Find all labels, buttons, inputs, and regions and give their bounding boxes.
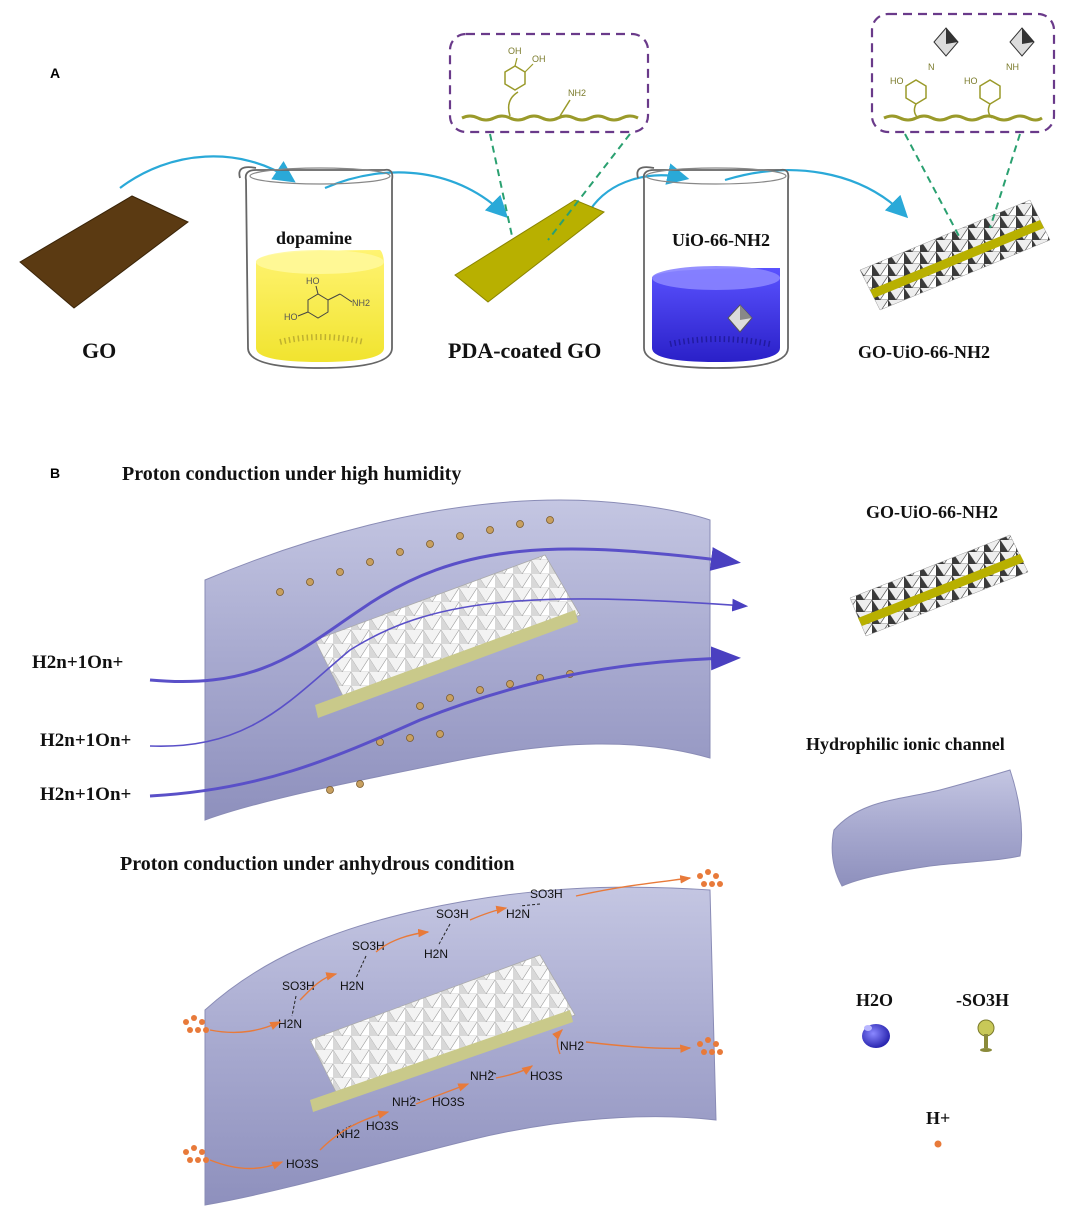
process-arrow-4 bbox=[724, 169, 909, 219]
legend-go-uio-label: GO-UiO-66-NH2 bbox=[866, 502, 998, 522]
so3h-1: SO3H bbox=[282, 979, 315, 993]
ion-arrow-3 bbox=[149, 646, 741, 798]
legend-h2o-label: H2O bbox=[856, 990, 893, 1010]
legend-go-uio-icon bbox=[849, 534, 1029, 637]
go-label: GO bbox=[82, 338, 116, 363]
ho3s-3: HO3S bbox=[366, 1119, 399, 1133]
anhydrous-mof-block bbox=[309, 954, 576, 1101]
inset1-dash-right bbox=[547, 133, 631, 241]
proton-clusters bbox=[183, 869, 723, 1163]
pda-label: PDA-coated GO bbox=[448, 338, 601, 363]
humid-mof-block bbox=[314, 554, 581, 701]
inset2-nh: NH bbox=[1006, 62, 1019, 72]
so3h-icon bbox=[977, 1019, 995, 1052]
inset2-dash-left bbox=[904, 133, 961, 239]
h2n-4: H2N bbox=[506, 907, 530, 921]
anhydrous-title: Proton conduction under anhydrous condit… bbox=[120, 853, 515, 875]
inset1-oh2: OH bbox=[532, 54, 546, 64]
panel-a-letter: A bbox=[50, 65, 60, 81]
anhydrous-groups: SO3H SO3H SO3H SO3H H2N H2N H2N H2N NH2 … bbox=[278, 887, 584, 1171]
ho3s-1: HO3S bbox=[530, 1069, 563, 1083]
ion-label-2: H2n+1On+ bbox=[40, 730, 131, 751]
process-arrow-2 bbox=[324, 171, 509, 219]
legend-channel-icon bbox=[831, 769, 1022, 887]
process-arrow-3 bbox=[589, 163, 690, 211]
ion-label-1: H2n+1On+ bbox=[32, 652, 123, 673]
ion-arrow-1 bbox=[149, 547, 741, 684]
humid-title: Proton conduction under high humidity bbox=[122, 463, 461, 485]
inset2-dash-right bbox=[989, 133, 1021, 229]
panel-b-letter: B bbox=[50, 465, 60, 481]
humid-graphene-layer bbox=[315, 610, 578, 718]
go-sheet bbox=[19, 195, 189, 309]
go-uio-product bbox=[859, 199, 1051, 311]
ho3s-4: HO3S bbox=[286, 1157, 319, 1171]
nh2-3: NH2 bbox=[392, 1095, 416, 1109]
so3h-3: SO3H bbox=[436, 907, 469, 921]
inset-uio-structure: HO N HO NH bbox=[870, 12, 1056, 134]
ion-arrow-2 bbox=[149, 598, 749, 747]
inset2-ho1: HO bbox=[890, 76, 904, 86]
legend-channel-label: Hydrophilic ionic channel bbox=[806, 734, 1005, 754]
humid-so3h-pins bbox=[276, 516, 574, 794]
dopamine-beaker bbox=[238, 166, 394, 369]
pda-sheet bbox=[454, 199, 605, 303]
proton-arrows bbox=[209, 875, 692, 1170]
uio-beaker bbox=[636, 166, 790, 369]
h2n-1: H2N bbox=[278, 1017, 302, 1031]
nh2-4: NH2 bbox=[336, 1127, 360, 1141]
nh2-2: NH2 bbox=[470, 1069, 494, 1083]
nh2-1: NH2 bbox=[560, 1039, 584, 1053]
h2o-icon bbox=[862, 1024, 890, 1048]
inset2-n: N bbox=[928, 62, 935, 72]
h2n-2: H2N bbox=[340, 979, 364, 993]
dopamine-oh1: HO bbox=[306, 276, 320, 286]
legend-hplus-label: H+ bbox=[926, 1108, 950, 1128]
legend-so3h-label: -SO3H bbox=[956, 990, 1009, 1010]
so3h-2: SO3H bbox=[352, 939, 385, 953]
dopamine-molecule: HO HO NH2 bbox=[284, 276, 370, 322]
product-label: GO-UiO-66-NH2 bbox=[858, 342, 990, 362]
inset2-ho2: HO bbox=[964, 76, 978, 86]
inset1-nh2: NH2 bbox=[568, 88, 586, 98]
inset1-oh1: OH bbox=[508, 46, 522, 56]
anhydrous-graphene-layer bbox=[310, 1010, 573, 1112]
ho3s-2: HO3S bbox=[432, 1095, 465, 1109]
dopamine-nh2: NH2 bbox=[352, 298, 370, 308]
dopamine-oh2: HO bbox=[284, 312, 298, 322]
so3h-4: SO3H bbox=[530, 887, 563, 901]
dopamine-label: dopamine bbox=[276, 228, 352, 248]
ion-label-3: H2n+1On+ bbox=[40, 784, 131, 805]
h2n-3: H2N bbox=[424, 947, 448, 961]
uio-beaker-label: UiO-66-NH2 bbox=[672, 230, 770, 250]
hplus-icon bbox=[934, 1140, 942, 1148]
inset-pda-structure: OH OH NH2 bbox=[448, 32, 650, 134]
inset1-dash-left bbox=[489, 133, 513, 237]
process-arrow-1 bbox=[119, 155, 296, 189]
